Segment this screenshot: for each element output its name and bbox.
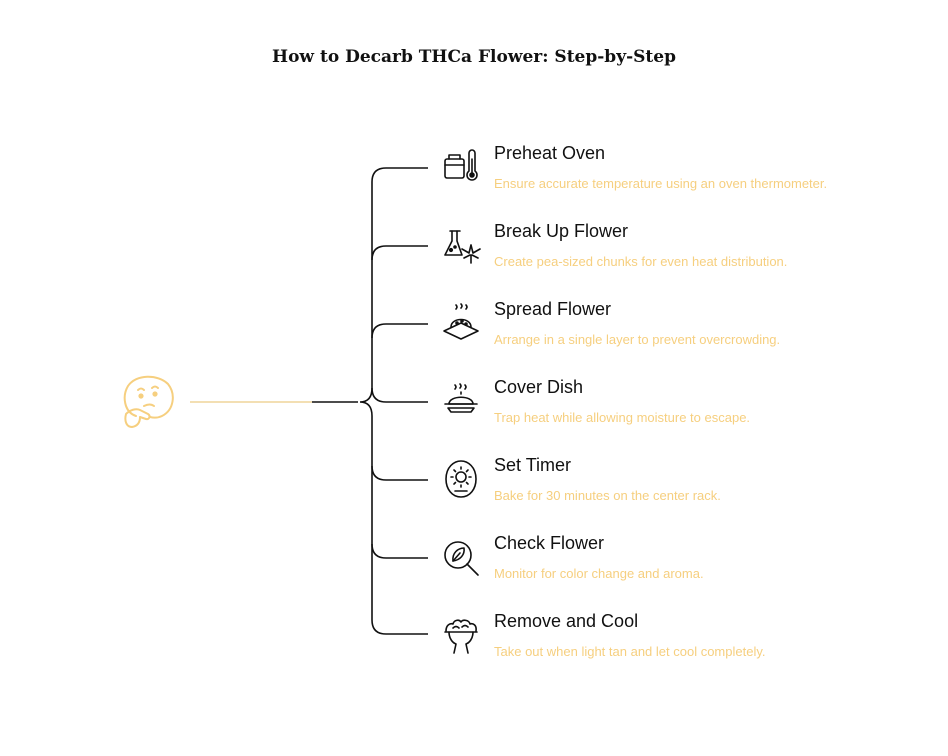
step-description: Create pea-sized chunks for even heat di…	[494, 254, 788, 269]
step-label: Preheat Oven	[494, 143, 606, 163]
step-spread-flower: Spread Flower Arrange in a single layer …	[440, 299, 940, 369]
timer-icon	[445, 460, 477, 498]
step-set-timer: Set Timer Bake for 30 minutes on the cen…	[440, 455, 940, 525]
step-cover-dish: Cover Dish Trap heat while allowing mois…	[440, 377, 940, 447]
branch-6	[371, 543, 428, 559]
step-label: Break Up Flower	[494, 221, 629, 241]
branch-4	[371, 387, 428, 403]
cooling-bowl-icon	[444, 619, 478, 654]
step-label: Cover Dish	[494, 377, 584, 397]
step-description: Trap heat while allowing moisture to esc…	[494, 410, 751, 425]
trunk	[359, 167, 428, 635]
thinking-face-icon	[123, 375, 174, 428]
step-remove-and-cool: Remove and Cool Take out when light tan …	[440, 611, 940, 681]
step-label: Check Flower	[494, 533, 605, 553]
covered-dish-icon	[444, 383, 478, 413]
branch-3	[371, 323, 428, 339]
step-description: Bake for 30 minutes on the center rack.	[494, 488, 721, 503]
step-check-flower: Check Flower Monitor for color change an…	[440, 533, 940, 603]
magnifier-leaf-icon	[444, 541, 479, 576]
step-preheat-oven: Preheat Oven Ensure accurate temperature…	[440, 143, 940, 213]
step-description: Monitor for color change and aroma.	[494, 566, 704, 581]
oven-thermometer-icon	[444, 149, 478, 181]
diagram-title: How to Decarb THCa Flower: Step-by-Step	[272, 47, 676, 67]
step-description: Arrange in a single layer to prevent ove…	[494, 332, 781, 347]
step-break-up-flower: Break Up Flower Create pea-sized chunks …	[440, 221, 940, 291]
step-label: Set Timer	[494, 455, 572, 475]
flask-leaf-icon	[444, 230, 481, 264]
branch-2	[371, 245, 428, 261]
branch-5	[371, 465, 428, 481]
baking-tray-icon	[443, 303, 479, 340]
step-description: Ensure accurate temperature using an ove…	[494, 176, 828, 191]
step-description: Take out when light tan and let cool com…	[494, 644, 766, 659]
step-label: Remove and Cool	[494, 611, 639, 631]
step-label: Spread Flower	[494, 299, 612, 319]
